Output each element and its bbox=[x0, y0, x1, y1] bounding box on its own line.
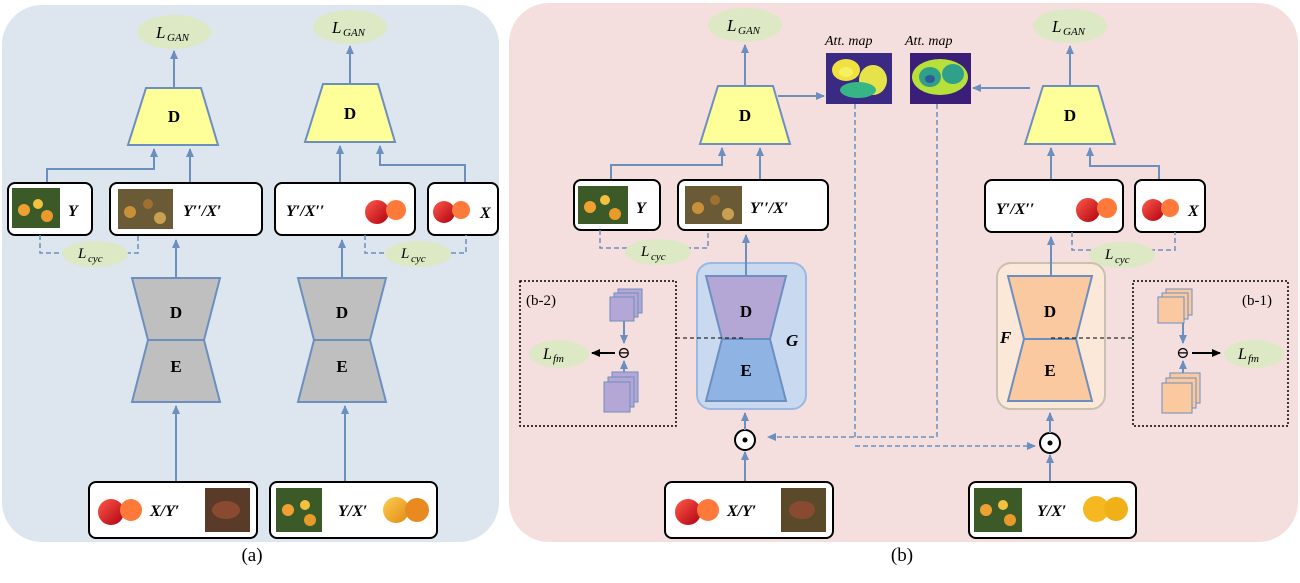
generator-g: D E bbox=[704, 275, 788, 402]
feature-matching-box-b1 bbox=[1132, 280, 1289, 427]
image-box-x-a: X bbox=[427, 182, 499, 236]
svg-text:cyc: cyc bbox=[1115, 254, 1130, 266]
svg-text:Y′′/X′: Y′′/X′ bbox=[183, 203, 221, 220]
subtract-symbol-b2: ⊖ bbox=[617, 345, 630, 362]
discriminator-a1: D bbox=[126, 87, 220, 146]
loss-fm-b1: L fm bbox=[1224, 340, 1284, 368]
svg-text:cyc: cyc bbox=[651, 251, 666, 263]
svg-text:X/Y′: X/Y′ bbox=[726, 503, 756, 520]
svg-text:D: D bbox=[740, 302, 752, 321]
encoder-label: E bbox=[170, 357, 181, 376]
decoder-label: D bbox=[170, 303, 182, 322]
discriminator-b2: D bbox=[1023, 85, 1117, 145]
discriminator-b1: D bbox=[698, 85, 792, 145]
panel-b2-label: (b-2) bbox=[526, 293, 556, 309]
att-map-label-2: Att. map bbox=[904, 34, 952, 49]
loss-fm-b2: L fm bbox=[529, 340, 589, 368]
svg-text:L: L bbox=[640, 244, 649, 260]
svg-text:L: L bbox=[77, 246, 86, 262]
feature-stack-bottom-b2 bbox=[603, 371, 639, 413]
panel-b1-label: (b-1) bbox=[1242, 293, 1272, 309]
loss-gan-b1: L GAN bbox=[708, 8, 782, 42]
image-box-yp-xdd-b: Y′/X′′ bbox=[984, 179, 1124, 233]
generator-f-label: F bbox=[999, 328, 1012, 347]
svg-text:L: L bbox=[1051, 17, 1061, 36]
svg-text:D: D bbox=[168, 107, 180, 126]
elementwise-product-g bbox=[734, 429, 756, 451]
svg-text:Y: Y bbox=[68, 203, 79, 220]
att-map-label-1: Att. map bbox=[824, 34, 872, 49]
image-box-y-b: Y bbox=[573, 179, 661, 231]
panel-b-background bbox=[509, 3, 1298, 542]
loss-cyc-b1: L cyc bbox=[625, 239, 691, 265]
svg-text:X: X bbox=[479, 205, 491, 222]
svg-text:L: L bbox=[542, 346, 552, 363]
encoder-label: E bbox=[336, 357, 347, 376]
svg-text:Y: Y bbox=[636, 200, 647, 217]
svg-text:E: E bbox=[1044, 361, 1055, 380]
svg-text:Y/X′: Y/X′ bbox=[1037, 503, 1066, 520]
feature-stack-top-b1 bbox=[1157, 288, 1193, 324]
loss-gan-a2: L GAN bbox=[313, 10, 387, 44]
attention-map-2 bbox=[910, 53, 971, 104]
feature-matching-box-b2 bbox=[519, 280, 677, 427]
svg-text:X/Y′: X/Y′ bbox=[149, 503, 179, 520]
generator-f: D E bbox=[1006, 275, 1094, 402]
panel-a-background bbox=[2, 5, 499, 542]
loss-cyc-a1: L cyc bbox=[62, 241, 128, 267]
svg-text:L: L bbox=[1104, 247, 1113, 263]
image-box-ydd-xp-a: Y′′/X′ bbox=[109, 182, 263, 236]
svg-text:L: L bbox=[400, 246, 409, 262]
attention-map-1 bbox=[826, 53, 892, 104]
input-box-x-yp-b: X/Y′ bbox=[664, 481, 834, 539]
image-box-yp-xdd-a: Y′/X′′ bbox=[274, 182, 416, 236]
panel-b-caption: (b) bbox=[891, 545, 913, 566]
discriminator-a2: D bbox=[303, 83, 397, 143]
svg-text:D: D bbox=[739, 106, 751, 125]
loss-gan-label: L bbox=[155, 23, 165, 42]
loss-cyc-a2: L cyc bbox=[385, 241, 451, 267]
image-box-ydd-xp-b: Y′′/X′ bbox=[677, 179, 829, 231]
loss-gan-b2: L GAN bbox=[1033, 9, 1107, 43]
panel-a-caption: (a) bbox=[241, 545, 262, 566]
loss-gan-a1: L GAN bbox=[137, 15, 211, 49]
svg-text:GAN: GAN bbox=[738, 25, 761, 37]
elementwise-product-f bbox=[1039, 432, 1061, 454]
svg-text:Y/X′: Y/X′ bbox=[338, 503, 367, 520]
decoder-label: D bbox=[336, 303, 348, 322]
loss-gan-subscript: GAN bbox=[343, 27, 366, 39]
feature-stack-top-b2 bbox=[609, 288, 643, 322]
loss-gan-subscript: GAN bbox=[167, 32, 190, 44]
loss-gan-label: L bbox=[331, 18, 341, 37]
svg-text:Y′/X′′: Y′/X′′ bbox=[996, 201, 1034, 218]
svg-text:D: D bbox=[1044, 302, 1056, 321]
svg-text:X: X bbox=[1187, 203, 1199, 220]
feature-stack-bottom-b1 bbox=[1161, 372, 1201, 414]
generator-a2: D E bbox=[296, 277, 388, 403]
svg-text:L: L bbox=[726, 16, 736, 35]
input-box-y-xp-a: Y/X′ bbox=[269, 481, 438, 539]
svg-text:cyc: cyc bbox=[88, 253, 103, 265]
svg-text:Y′′/X′: Y′′/X′ bbox=[750, 200, 788, 217]
svg-text:cyc: cyc bbox=[411, 253, 426, 265]
svg-text:fm: fm bbox=[553, 353, 564, 365]
input-box-y-xp-b: Y/X′ bbox=[968, 481, 1137, 539]
svg-text:L: L bbox=[1237, 346, 1247, 363]
svg-text:fm: fm bbox=[1248, 353, 1259, 365]
svg-text:D: D bbox=[344, 104, 356, 123]
subtract-symbol-b1: ⊖ bbox=[1176, 345, 1189, 362]
image-box-x-b: X bbox=[1134, 179, 1206, 233]
svg-text:E: E bbox=[740, 361, 751, 380]
svg-text:GAN: GAN bbox=[1063, 26, 1086, 38]
svg-text:Y′/X′′: Y′/X′′ bbox=[286, 203, 324, 220]
image-box-y-a: Y bbox=[7, 182, 93, 236]
generator-a1: D E bbox=[130, 277, 222, 403]
loss-cyc-b2: L cyc bbox=[1089, 242, 1155, 268]
svg-text:D: D bbox=[1064, 106, 1076, 125]
input-box-x-yp-a: X/Y′ bbox=[88, 481, 258, 539]
generator-g-label: G bbox=[786, 331, 799, 350]
